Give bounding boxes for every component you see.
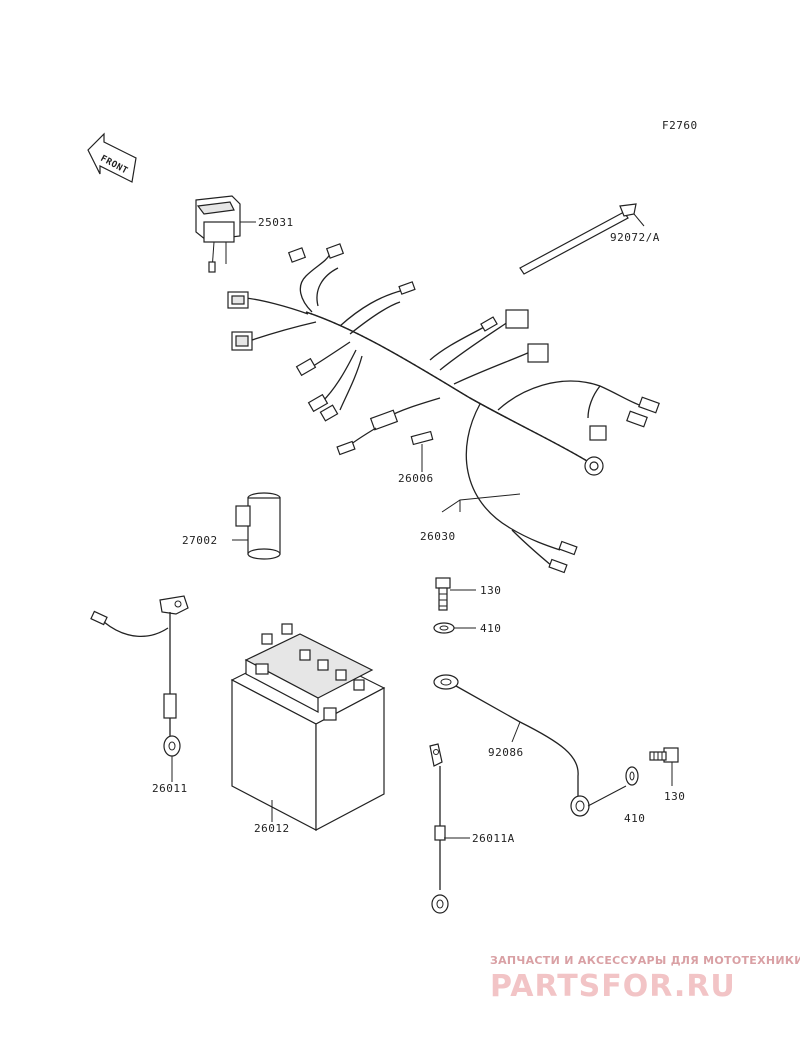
part-26011a-cable <box>429 743 449 914</box>
part-label-26030: 26030 <box>420 530 456 543</box>
leader-92072a <box>633 213 645 227</box>
part-label-92072a: 92072/A <box>610 231 660 244</box>
part-92086-cable <box>433 674 590 817</box>
part-25031-drawing <box>195 195 241 273</box>
part-label-130-top: 130 <box>480 584 501 597</box>
leader-410-right <box>587 785 627 807</box>
part-26030-harness <box>227 243 660 574</box>
part-label-410-top: 410 <box>480 622 501 635</box>
part-label-26006: 26006 <box>398 472 434 485</box>
part-130-bolt-top <box>435 577 451 611</box>
part-label-410-right: 410 <box>624 812 645 825</box>
figure-code: F2760 <box>662 119 698 132</box>
watermark-brand: PARTSFOR.RU <box>490 969 736 1004</box>
part-26012-battery <box>230 623 386 831</box>
part-26011-cable <box>90 595 189 757</box>
part-label-130-right: 130 <box>664 790 685 803</box>
part-410-washer-top <box>433 622 455 634</box>
part-label-26011a: 26011A <box>472 832 515 845</box>
part-label-26012: 26012 <box>254 822 290 835</box>
front-arrow-icon: FRONT <box>87 132 137 183</box>
part-130-bolt-right <box>649 747 679 763</box>
leader-26030 <box>441 493 521 513</box>
leader-92086 <box>511 721 521 743</box>
part-410-washer-right <box>625 766 639 786</box>
part-label-26011: 26011 <box>152 782 188 795</box>
part-label-27002: 27002 <box>182 534 218 547</box>
part-27002-drawing <box>235 492 281 560</box>
part-label-25031: 25031 <box>258 216 294 229</box>
watermark-tagline: ЗАПЧАСТИ И АКСЕССУАРЫ ДЛЯ МОТОТЕХНИКИ <box>490 954 800 967</box>
part-label-92086: 92086 <box>488 746 524 759</box>
